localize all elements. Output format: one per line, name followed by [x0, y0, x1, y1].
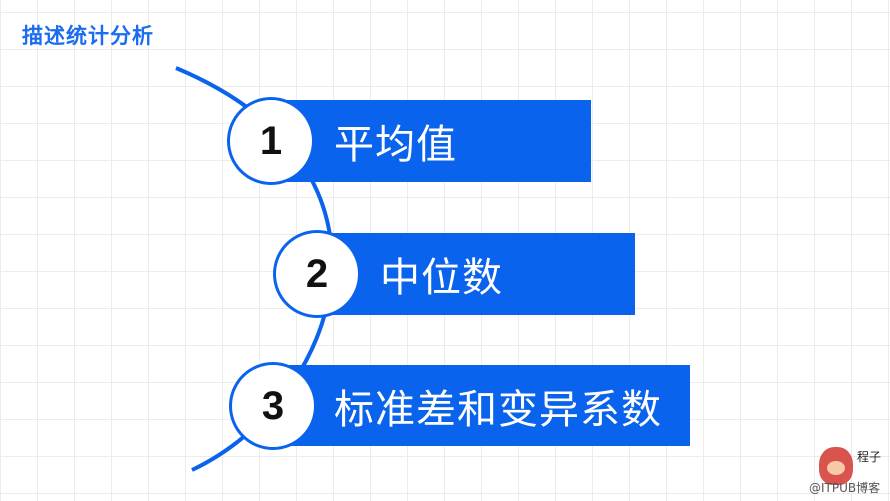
watermark-text: @ITPUB博客 — [809, 481, 881, 495]
item-number-circle-2: 2 — [273, 230, 361, 318]
item-label-3: 标准差和变异系数 — [334, 386, 662, 433]
item-label-1: 平均值 — [334, 122, 457, 168]
item-bar-3: 标准差和变异系数 — [288, 365, 690, 446]
watermark-brand: 程子 — [857, 450, 882, 464]
monkey-logo-icon — [819, 447, 853, 485]
slide-title: 描述统计分析 — [22, 24, 154, 48]
item-label-2: 中位数 — [380, 255, 503, 301]
item-number-circle-3: 3 — [229, 362, 317, 450]
item-number-circle-1: 1 — [227, 97, 315, 185]
item-bar-1: 平均值 — [286, 100, 591, 182]
watermark: 程子 @ITPUB博客 — [805, 445, 890, 501]
item-bar-2: 中位数 — [332, 233, 635, 315]
